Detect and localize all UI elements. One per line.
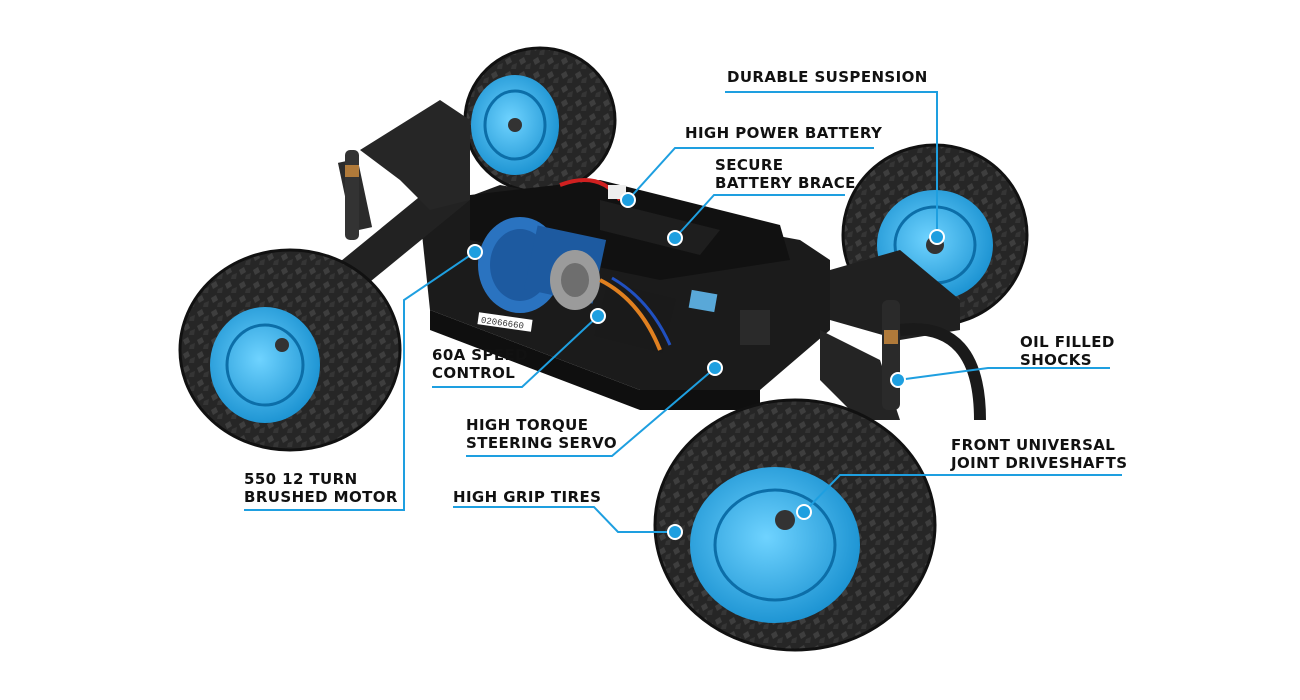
leader-motor — [244, 251, 476, 511]
callout-markers — [467, 192, 945, 540]
motor — [478, 217, 607, 313]
marker-tires — [667, 524, 683, 540]
marker-high-power-battery — [620, 192, 636, 208]
leader-driveshafts — [803, 474, 1122, 513]
leader-durable-suspension — [725, 91, 938, 237]
marker-durable-suspension — [929, 229, 945, 245]
rear-left-wheel — [463, 46, 617, 194]
label-high-power-battery: HIGH POWER BATTERY — [685, 124, 883, 142]
speed-control — [594, 276, 770, 353]
front-wheel — [653, 398, 937, 652]
leader-steering-servo — [466, 367, 716, 457]
label-tires: HIGH GRIP TIRES — [453, 488, 602, 506]
leader-battery-brace — [674, 194, 845, 239]
marker-motor — [467, 244, 483, 260]
label-durable-suspension: DURABLE SUSPENSION — [727, 68, 928, 86]
label-motor: 550 12 TURN BRUSHED MOTOR — [244, 470, 398, 506]
marker-speed-control — [590, 308, 606, 324]
label-speed-control: 60A SPEED CONTROL — [432, 346, 529, 382]
leader-speed-control — [432, 315, 599, 388]
leader-high-power-battery — [627, 147, 874, 201]
marker-battery-brace — [667, 230, 683, 246]
leader-oil-shocks — [897, 367, 1110, 381]
label-driveshafts: FRONT UNIVERSAL JOINT DRIVESHAFTS — [951, 436, 1128, 472]
label-steering-servo: HIGH TORQUE STEERING SERVO — [466, 416, 618, 452]
marker-driveshafts — [796, 504, 812, 520]
marker-oil-shocks — [890, 372, 906, 388]
leader-lines — [244, 91, 1122, 533]
marker-steering-servo — [707, 360, 723, 376]
left-wheel — [178, 248, 402, 452]
label-oil-shocks: OIL FILLED SHOCKS — [1020, 333, 1115, 369]
leader-tires — [453, 506, 675, 533]
label-battery-brace: SECURE BATTERY BRACE — [715, 156, 856, 192]
